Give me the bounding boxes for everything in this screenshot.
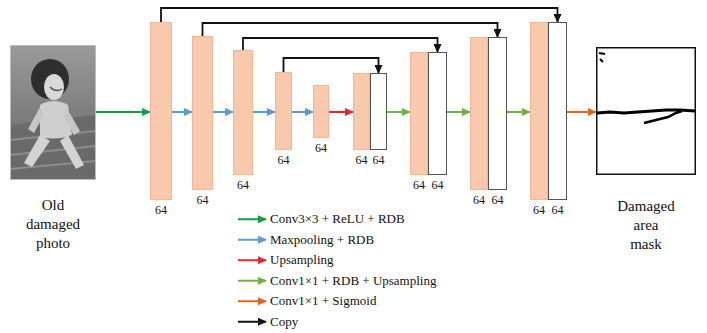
legend-sample [238, 300, 266, 302]
mask-illustration [596, 47, 696, 175]
flow-arrow [507, 111, 530, 113]
copied-feature-map: 64 [548, 22, 567, 200]
legend-sample [238, 218, 266, 220]
channel-count: 64 [538, 203, 578, 217]
legend-text: Maxpooling + RDB [270, 230, 436, 251]
legend-sample [238, 259, 266, 261]
legend-text: Upsampling [270, 250, 436, 271]
feature-map: 64 [313, 85, 329, 138]
feature-map: 64 [530, 22, 548, 200]
flow-arrow [292, 111, 313, 113]
flow-arrow [567, 111, 596, 113]
feature-map: 64 [150, 22, 172, 200]
copy-arrow [161, 8, 558, 22]
legend-sample [238, 239, 266, 241]
feature-map: 64 [233, 50, 253, 175]
channel-count: 64 [264, 153, 304, 167]
legend-text: Conv1×1 + RDB + Upsampling [270, 271, 436, 292]
copy-arrow [203, 23, 498, 37]
flow-arrow [213, 111, 233, 113]
legend-box: Conv3×3 + ReLU + RDBMaxpooling + RDBUpsa… [270, 209, 436, 332]
channel-count: 64 [223, 178, 263, 192]
caption-text: Damaged area mask [616, 197, 676, 254]
caption-text: Old damaged photo [19, 196, 87, 253]
flow-arrow [253, 111, 275, 113]
channel-count: 64 [478, 193, 518, 207]
feature-map: 64 [470, 37, 488, 190]
channel-count: 64 [418, 178, 458, 192]
channel-count: 64 [359, 153, 399, 167]
photo-illustration [10, 45, 96, 180]
feature-map: 64 [192, 36, 213, 190]
flow-arrow [329, 111, 353, 113]
copy-arrow [243, 38, 438, 52]
flow-arrow [172, 111, 192, 113]
input-photo: Old damaged photo [10, 45, 96, 180]
legend-text: Copy [270, 312, 436, 333]
feature-map: 64 [410, 52, 428, 175]
legend-sample [238, 280, 266, 282]
channel-count: 64 [183, 193, 223, 207]
feature-map: 64 [353, 73, 370, 150]
flow-arrow [387, 111, 410, 113]
channel-count: 64 [301, 141, 341, 155]
output-mask: Damaged area mask [596, 47, 696, 175]
feature-map: 64 [275, 72, 292, 150]
copied-feature-map: 64 [370, 73, 387, 150]
legend-text: Conv3×3 + ReLU + RDB [270, 209, 436, 230]
copied-feature-map: 64 [428, 52, 447, 175]
legend-sample [238, 321, 266, 323]
flow-arrow [96, 111, 150, 113]
channel-count: 64 [141, 203, 181, 217]
copied-feature-map: 64 [488, 37, 507, 190]
copy-arrow [284, 58, 379, 73]
legend-text: Conv1×1 + Sigmoid [270, 291, 436, 312]
flow-arrow [447, 111, 470, 113]
